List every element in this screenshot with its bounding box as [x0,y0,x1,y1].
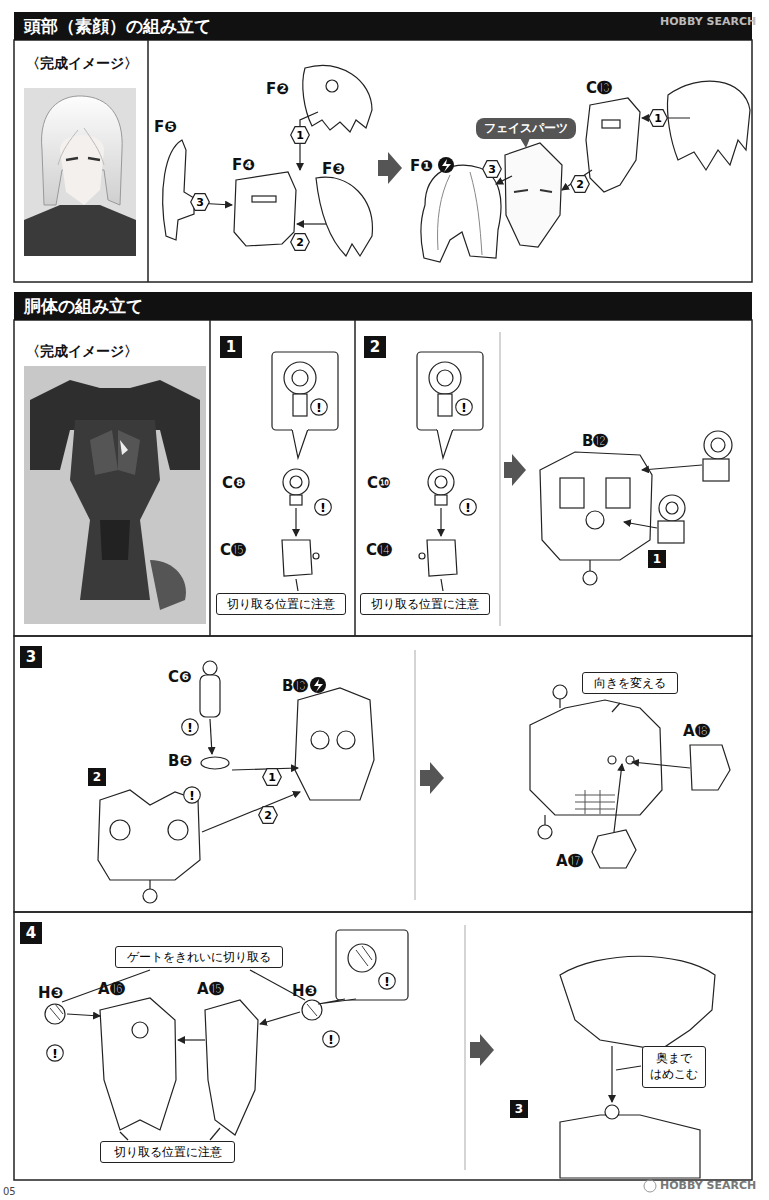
step-order-hexagon: 1 [648,109,668,127]
caution-mark: ! [322,1030,340,1048]
part-label: F❸ [322,160,345,178]
step-number: 1 [648,550,666,568]
node-text: 2 [93,770,101,784]
step-number: 3 [20,646,42,668]
watermark: HOBBY SEARCH [660,1179,756,1192]
node-text: 切り取る位置に注意 [114,1144,222,1161]
step-number: 1 [220,336,242,358]
part-label: A⓲ [683,722,710,740]
node-text: ! [52,1047,58,1060]
node-text: 3 [515,1102,523,1116]
part-label: F❶ [410,157,433,175]
node-text: ! [316,401,322,414]
step-order-hexagon: 3 [190,193,210,211]
node-text: ゲートをきれいに切り取る [127,949,271,966]
node-text: ! [328,1033,334,1046]
section-header: 頭部（素顔）の組み立て [14,12,752,40]
part-label: C⓭ [586,79,612,97]
node-text: 2 [296,237,304,248]
node-text: 3 [488,164,496,175]
node-text: 2 [576,179,584,190]
part-label: C⓯ [220,541,246,559]
node-text: 4 [26,924,36,942]
note-box: 切り取る位置に注意 [216,593,346,615]
step-number: 4 [20,922,42,944]
note-box: 切り取る位置に注意 [100,1141,235,1163]
part-label: A⓯ [197,980,224,998]
part-label: C❽ [222,474,246,492]
part-name-tag: フェイスパーツ [476,118,576,139]
note-box: ゲートをきれいに切り取る [115,946,283,968]
node-text: 2 [264,810,272,821]
node-text: ! [187,721,193,734]
node-text: ! [320,501,326,514]
caution-mark: ! [183,786,201,804]
node-text: 切り取る位置に注意 [227,596,335,613]
node-text: 切り取る位置に注意 [371,596,479,613]
node-text: 3 [196,197,204,208]
caution-mark: ! [310,398,328,416]
part-label: C❿ [367,474,391,492]
caution-mark: ! [314,498,332,516]
step-number: 2 [88,768,106,786]
part-label: F❹ [232,156,255,174]
caution-mark: ! [459,498,477,516]
part-label: F❷ [266,80,289,98]
step-order-hexagon: 2 [570,175,590,193]
watermark: HOBBY SEARCH [660,15,756,28]
node-text: 奥まで はめこむ [647,1051,701,1082]
step-order-hexagon: 1 [290,126,310,144]
page-number: 05 [3,1186,16,1197]
part-label: C⓮ [366,541,392,559]
panel-heading: 〈完成イメージ〉 [26,343,138,361]
node-text: ! [189,789,195,802]
step-order-hexagon: 1 [262,768,282,786]
part-label: F❺ [154,118,177,136]
caution-mark: ! [455,398,473,416]
node-text: フェイスパーツ [484,120,568,137]
note-box: 切り取る位置に注意 [360,593,490,615]
caution-mark: ! [181,718,199,736]
node-text: 1 [654,113,662,124]
node-text: ! [461,401,467,414]
node-text: 向きを変える [594,675,666,692]
node-text: 3 [26,648,36,666]
node-text: 1 [268,772,276,783]
step-number: 2 [364,336,386,358]
node-text: 1 [296,130,304,141]
step-order-hexagon: 2 [290,233,310,251]
node-text: ! [465,501,471,514]
node-text: 1 [226,338,236,356]
panel-heading: 〈完成イメージ〉 [26,55,138,73]
step-number: 3 [510,1100,528,1118]
note-box: 奥まで はめこむ [642,1046,706,1088]
part-label: A⓱ [556,852,583,870]
caution-mark: ! [378,972,396,990]
part-label: B⓬ [582,432,608,450]
step-order-hexagon: 2 [258,806,278,824]
node-text: 1 [653,552,661,566]
part-label: H❸ [292,982,317,1000]
node-text: 胴体の組み立て [24,295,143,318]
node-text: 2 [370,338,380,356]
section-header: 胴体の組み立て [14,292,752,320]
node-text: 頭部（素顔）の組み立て [24,15,211,38]
part-label: C❻ [168,668,192,686]
caution-mark: ! [46,1044,64,1062]
node-text: ! [384,975,390,988]
part-label: B❺ [168,752,192,770]
part-label: B⓭ [282,677,308,695]
step-order-hexagon: 3 [482,160,502,178]
part-label: A⓰ [98,980,125,998]
part-label: H❸ [38,984,63,1002]
note-box: 向きを変える [582,672,678,694]
